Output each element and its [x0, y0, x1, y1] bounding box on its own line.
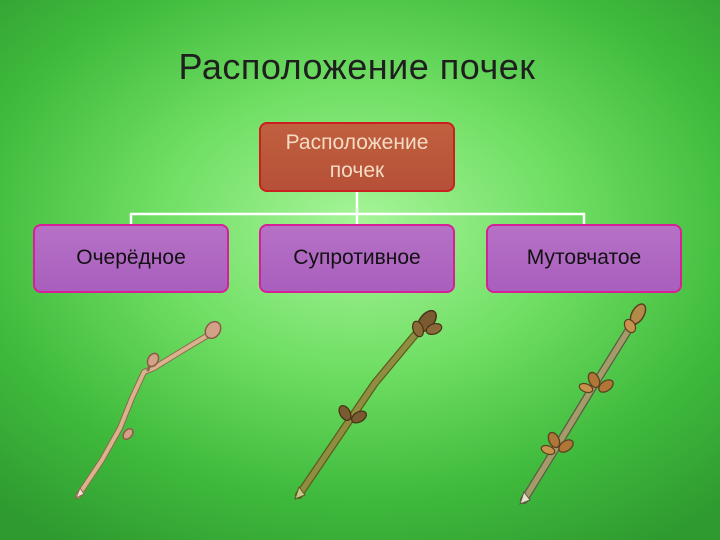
slide-title-text: Расположение почек: [178, 46, 536, 87]
root-node-label: Расположение почек: [285, 130, 429, 182]
whorled-twig-image: [519, 303, 647, 505]
org-chart-root-node[interactable]: Расположение почек: [259, 122, 455, 192]
opposite-twig-image: [294, 309, 443, 500]
slide-title: Расположение почек: [0, 46, 720, 88]
alternate-twig-image: [75, 320, 222, 500]
node-label-whorled: Мутовчатое: [526, 246, 642, 270]
node-label-opposite: Супротивное: [293, 246, 421, 270]
org-chart-node-opposite[interactable]: Супротивное: [259, 224, 455, 293]
org-chart-node-whorled[interactable]: Мутовчатое: [486, 224, 682, 293]
node-label-alternate: Очерёдное: [76, 246, 186, 270]
org-chart-node-alternate[interactable]: Очерёдное: [33, 224, 229, 293]
